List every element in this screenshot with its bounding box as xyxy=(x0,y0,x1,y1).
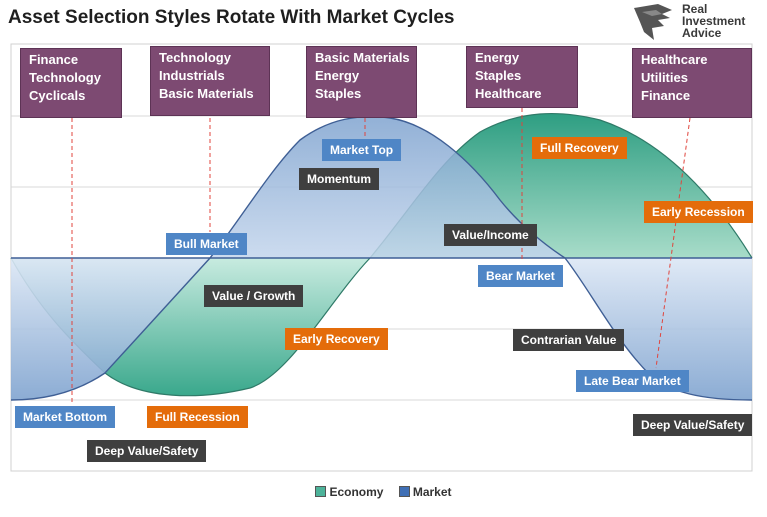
sector-label: Industrials xyxy=(159,68,225,83)
connector-line xyxy=(655,117,691,369)
sector-box-2: Technology Industrials Basic Materials xyxy=(150,46,270,116)
market-phase-tag: Market Top xyxy=(322,139,402,161)
economy-phase-tag: Early Recovery xyxy=(285,328,388,350)
economy-phase-tag: Early Recession xyxy=(644,201,753,223)
logo-line-3: Advice xyxy=(682,26,722,40)
logo-wordmark: Real Investment Advice xyxy=(682,3,745,39)
legend-label: Economy xyxy=(329,485,384,499)
sector-label: Staples xyxy=(475,68,522,83)
legend-label: Market xyxy=(412,485,452,499)
style-tag: Deep Value/Safety xyxy=(633,414,753,436)
market-phase-tag: Bear Market xyxy=(478,265,563,287)
style-tag: Value / Growth xyxy=(204,285,304,307)
legend-item-economy: Economy xyxy=(315,485,383,499)
sector-box-3: Basic Materials Energy Staples xyxy=(306,46,417,118)
sector-box-4: Energy Staples Healthcare xyxy=(466,46,578,108)
sector-label: Finance xyxy=(29,52,79,67)
economy-swatch-icon xyxy=(315,486,327,497)
sector-label: Healthcare xyxy=(475,86,542,101)
sector-label: Utilities xyxy=(641,70,688,85)
sector-box-1: Finance Technology Cyclicals xyxy=(20,48,122,118)
legend-item-market: Market xyxy=(398,485,452,499)
market-phase-tag: Bull Market xyxy=(166,233,247,255)
brand-logo: Real Investment Advice xyxy=(632,2,762,42)
eagle-icon xyxy=(634,4,672,40)
sector-label: Healthcare xyxy=(641,52,708,67)
sector-label: Basic Materials xyxy=(159,86,254,101)
market-swatch-icon xyxy=(398,486,410,497)
sector-label: Finance xyxy=(641,88,691,103)
market-area-negative-right xyxy=(565,258,752,400)
style-tag: Contrarian Value xyxy=(513,329,625,351)
sector-label: Basic Materials xyxy=(315,50,410,65)
market-area-negative-left xyxy=(11,258,210,400)
economy-phase-tag: Full Recovery xyxy=(532,137,627,159)
market-area-positive xyxy=(210,116,565,258)
sector-label: Energy xyxy=(315,68,360,83)
style-tag: Value/Income xyxy=(444,224,537,246)
market-phase-tag: Late Bear Market xyxy=(576,370,689,392)
chart-title: Asset Selection Styles Rotate With Marke… xyxy=(8,7,455,28)
sector-label: Technology xyxy=(159,50,231,65)
style-tag: Deep Value/Safety xyxy=(87,440,207,462)
sector-label: Staples xyxy=(315,86,362,101)
sector-label: Technology xyxy=(29,70,101,85)
economy-phase-tag: Full Recession xyxy=(147,406,248,428)
logo-line-1: Real xyxy=(682,2,708,16)
sector-label: Energy xyxy=(475,50,520,65)
sector-label: Cyclicals xyxy=(29,88,86,103)
style-tag: Momentum xyxy=(299,168,379,190)
legend: Economy Market xyxy=(0,485,767,499)
sector-box-5: Healthcare Utilities Finance xyxy=(632,48,752,118)
market-phase-tag: Market Bottom xyxy=(15,406,116,428)
logo-line-2: Investment xyxy=(682,14,746,28)
